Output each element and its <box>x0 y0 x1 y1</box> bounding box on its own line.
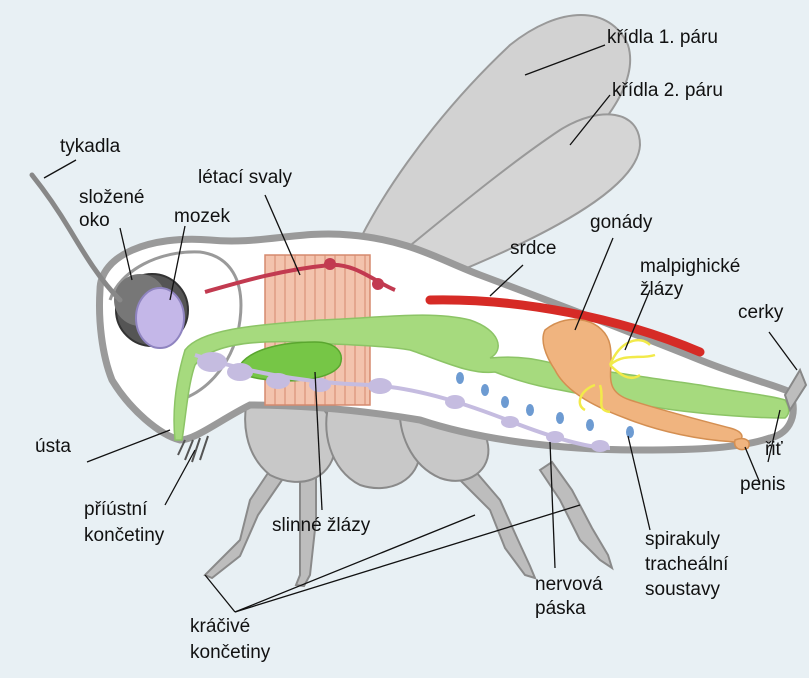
label-nerve-cord-2: páska <box>535 598 586 619</box>
label-malpighian-1: malpighické <box>640 256 740 277</box>
label-compound-eye-1: složené <box>79 187 145 208</box>
label-flight-muscles: létací svaly <box>198 167 292 188</box>
aorta-bulb-2 <box>372 278 384 290</box>
label-spiracles-3: soustavy <box>645 579 720 600</box>
label-gonads: gonády <box>590 212 653 233</box>
label-penis: penis <box>740 474 785 495</box>
label-cerci: cerky <box>738 302 784 323</box>
label-walking-legs-2: končetiny <box>190 642 271 663</box>
label-antennae: tykadla <box>60 136 121 157</box>
label-walking-legs-1: kráčivé <box>190 616 250 637</box>
aorta-bulb-1 <box>324 258 336 270</box>
label-brain: mozek <box>174 206 230 227</box>
label-mouth: ústa <box>35 436 71 457</box>
label-nerve-cord-1: nervová <box>535 574 603 595</box>
label-malpighian-2: žlázy <box>640 279 684 300</box>
penis <box>735 439 749 450</box>
label-compound-eye-2: oko <box>79 210 110 231</box>
label-salivary-glands: slinné žlázy <box>272 515 371 536</box>
label-anus: řiť <box>765 439 784 460</box>
label-spiracles-1: spirakuly <box>645 529 720 550</box>
brain <box>136 288 184 348</box>
label-spiracles-2: tracheální <box>645 554 729 575</box>
label-mouthparts-1: příústní <box>84 499 148 520</box>
label-wings-pair-1: křídla 1. páru <box>607 27 718 48</box>
label-mouthparts-2: končetiny <box>84 525 165 546</box>
label-heart: srdce <box>510 238 556 259</box>
label-wings-pair-2: křídla 2. páru <box>612 80 723 101</box>
